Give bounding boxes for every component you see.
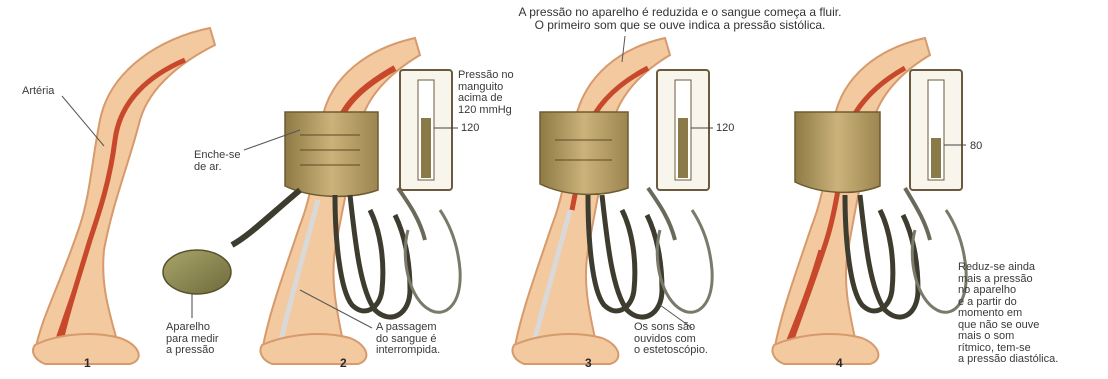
top-caption-line-2: O primeiro som que se ouve indica a pres… [395, 19, 965, 32]
panel-3-cuff [540, 112, 628, 194]
label-artery: Artéria [22, 86, 54, 98]
panel-4-cuff [795, 112, 880, 192]
panel-3-tubes [588, 188, 712, 317]
panel-2-tubes [232, 188, 460, 317]
panel-3-gauge [657, 70, 713, 190]
label-pressure-device: Aparelho para medir a pressão [166, 322, 219, 357]
panel-1-number-label: 1 [84, 356, 91, 370]
label-fills-with-air: Enche-se de ar. [194, 150, 240, 173]
label-diastolic-pressure: Reduz-se ainda mais a pressão no aparelh… [958, 262, 1058, 366]
panel-2-bulb [163, 250, 231, 318]
panel-4-tubes [845, 188, 966, 317]
panel-4-gauge [910, 70, 966, 190]
panel-4-number-label: 4 [836, 356, 843, 370]
top-caption: A pressão no aparelho é reduzida e o san… [395, 6, 965, 32]
gauge-4-value: 80 [970, 140, 982, 152]
panel-3-number-label: 3 [585, 356, 592, 370]
label-pressure-above: Pressão no manguito acima de 120 mmHg [458, 70, 514, 116]
label-sounds-heard: Os sons são ouvidos com o estetoscópio. [634, 322, 708, 357]
label-blood-passage-interrupted: A passagem do sangue é interrompida. [376, 322, 440, 357]
panel-1-arm [33, 28, 215, 364]
panel-2-cuff [285, 112, 378, 196]
panel-2-gauge [400, 70, 458, 190]
panel-2-number-label: 2 [340, 356, 347, 370]
gauge-2-value: 120 [461, 122, 479, 134]
gauge-3-value: 120 [716, 122, 734, 134]
